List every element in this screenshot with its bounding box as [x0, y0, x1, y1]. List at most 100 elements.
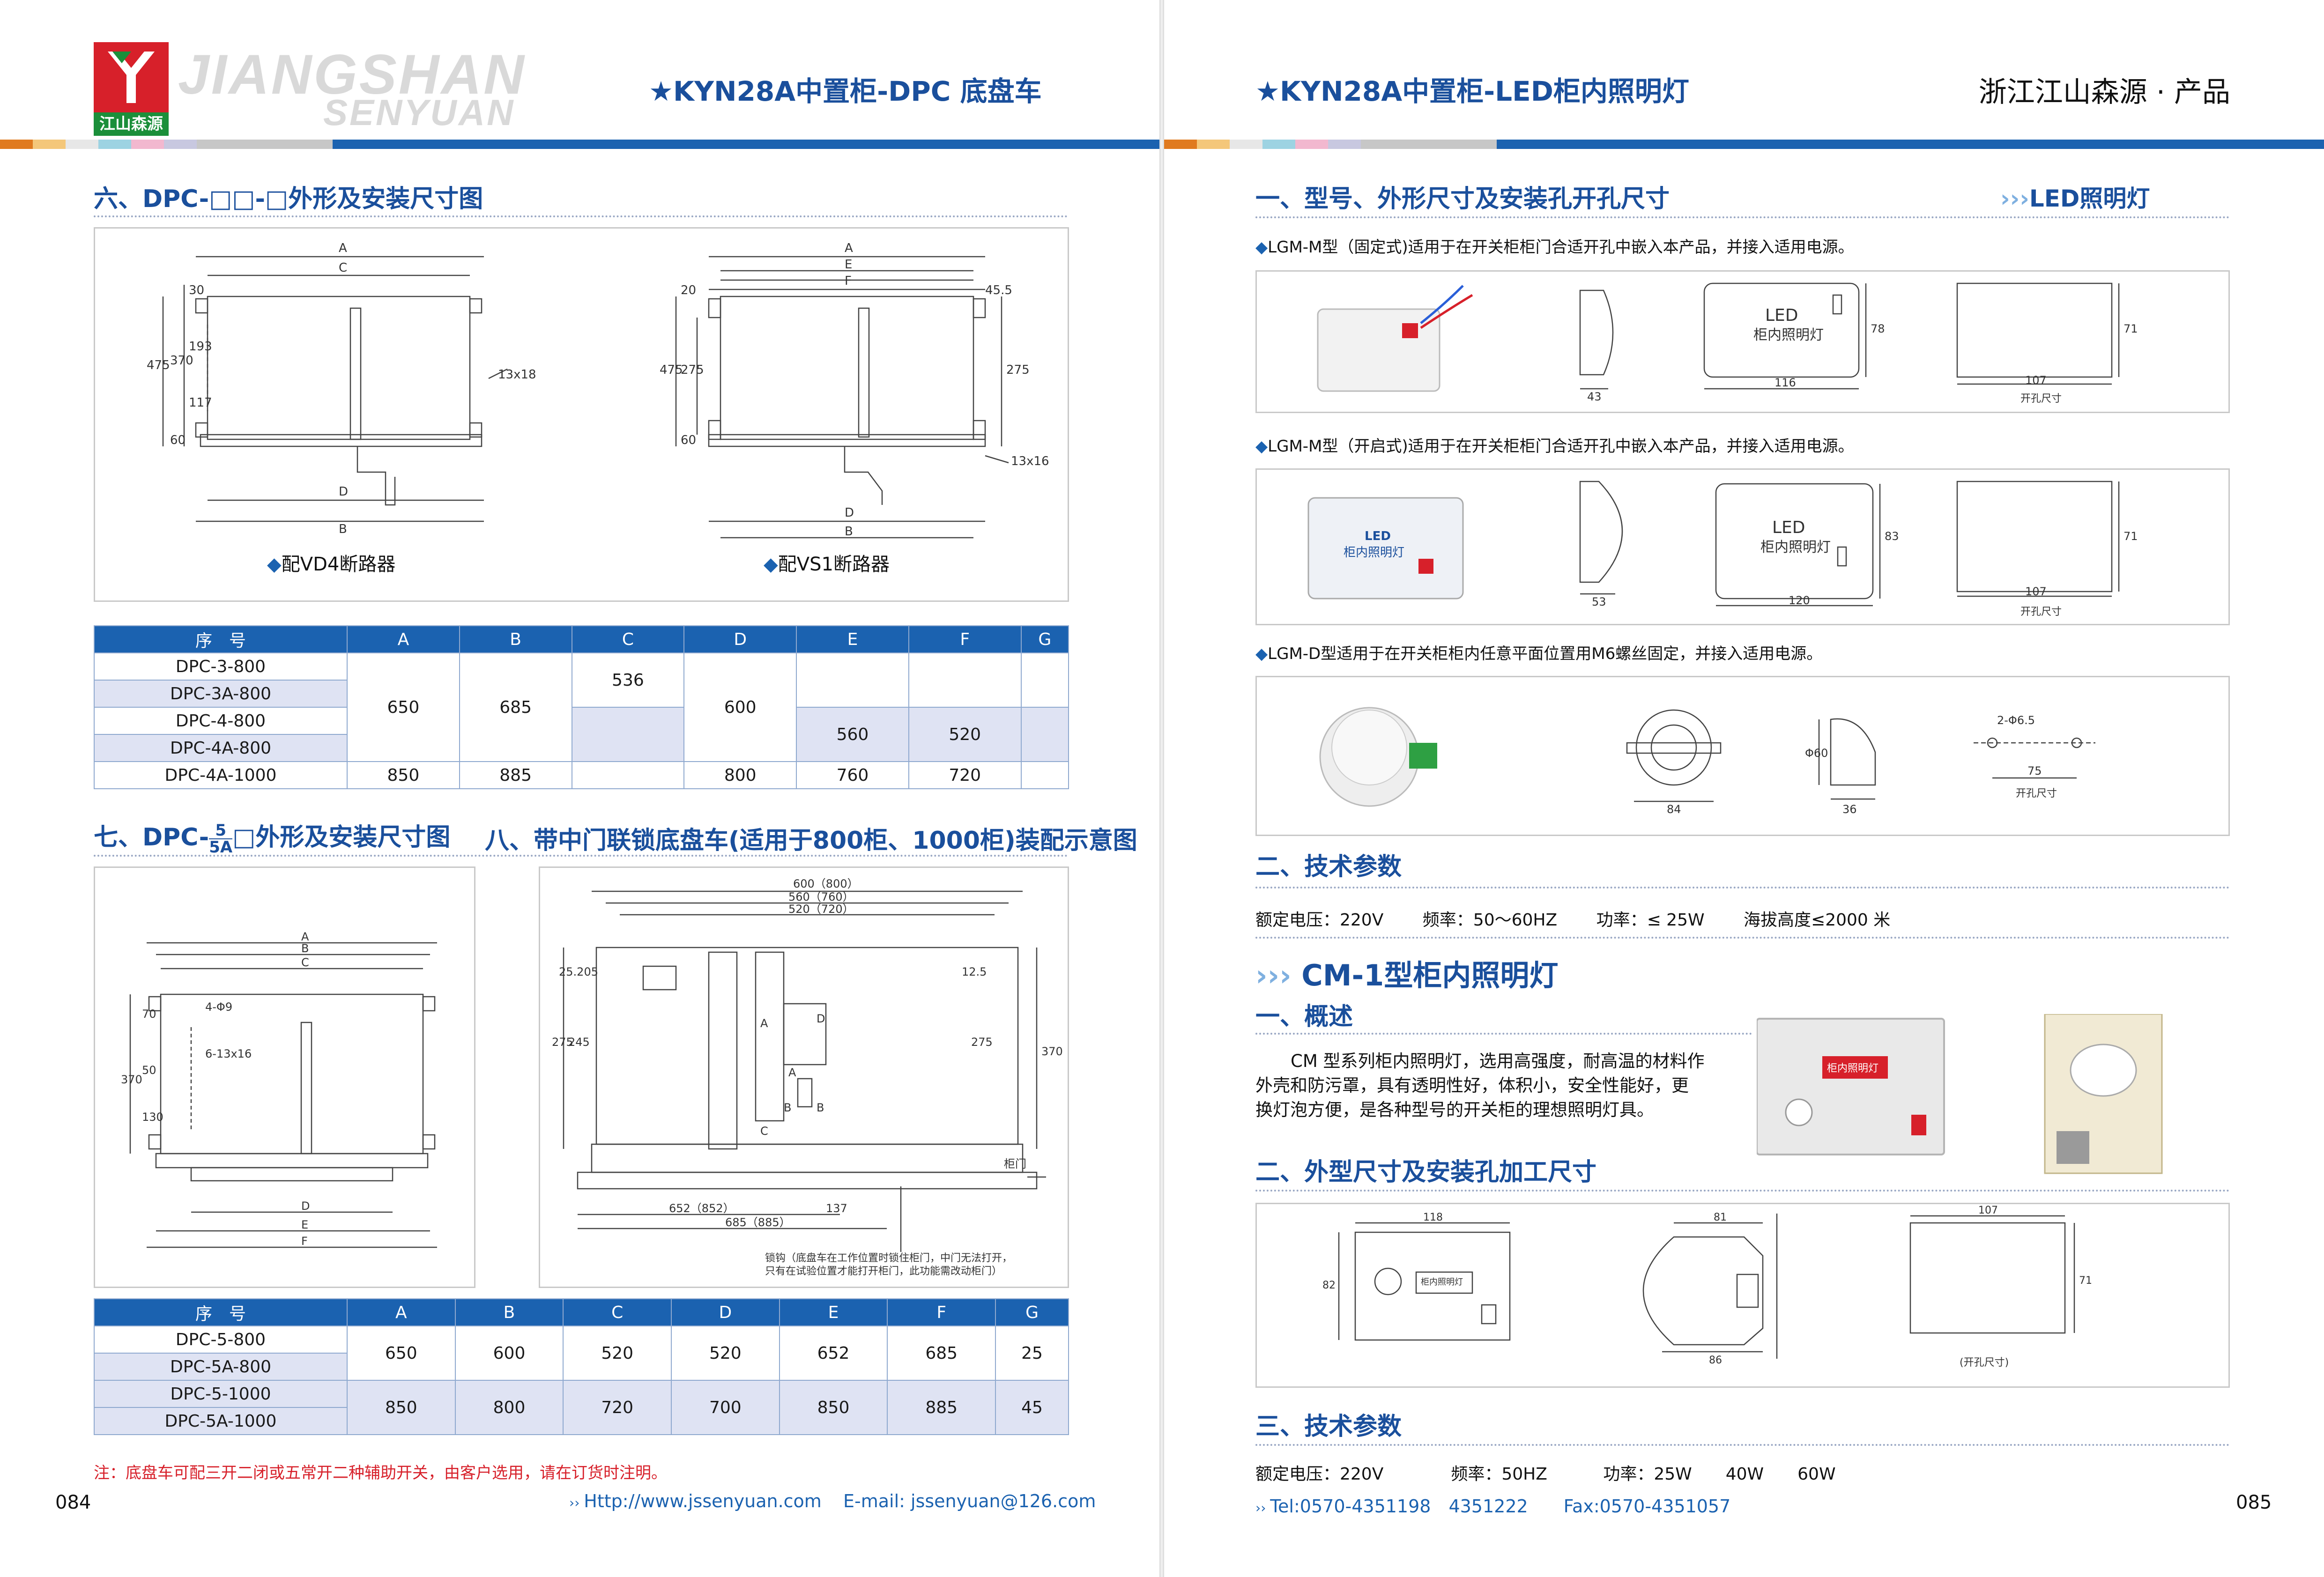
svg-text:370: 370	[121, 1073, 142, 1086]
drawing-panel-dpc5: A B C 4-Φ9 6-13x16 370 70 50 130 D E F	[94, 866, 475, 1288]
contact-footer: ›› Tel:0570-4351198 4351222 Fax:0570-435…	[1255, 1496, 1731, 1517]
svg-text:107: 107	[2025, 585, 2047, 598]
tech-params-cm: 额定电压：220V 频率：50HZ 功率：25W 40W 60W	[1255, 1465, 1836, 1484]
svg-text:柜内照明灯: 柜内照明灯	[1344, 546, 1404, 560]
section-8-heading: 八、带中门联锁底盘车(适用于800柜、1000柜)装配示意图	[485, 827, 1137, 855]
svg-text:开孔尺寸: 开孔尺寸	[2020, 393, 2062, 405]
svg-text:2-Φ6.5: 2-Φ6.5	[1997, 714, 2035, 727]
svg-text:B: B	[301, 942, 309, 955]
dim-20-vs1: 20	[681, 283, 696, 297]
lgm-open-panel: LED 柜内照明灯 53 LED 柜内照明灯 120 83 107 71 开孔	[1255, 468, 2230, 625]
svg-text:275: 275	[552, 1036, 573, 1049]
brand-subname: SENYUAN	[323, 92, 515, 133]
svg-text:53: 53	[1592, 595, 1606, 608]
svg-text:柜内照明灯: 柜内照明灯	[1827, 1063, 1879, 1074]
dim-a-vs1: A	[845, 241, 853, 255]
svg-text:25.205: 25.205	[559, 965, 598, 978]
section-6-heading: 六、DPC-□□-□外形及安装尺寸图	[94, 185, 483, 213]
svg-text:118: 118	[1423, 1212, 1443, 1223]
bullet-lgm-fixed: ◆LGM-M型（固定式)适用于在开关柜柜门合适开孔中嵌入本产品，并接入适用电源。	[1255, 238, 1854, 257]
dim-d-vs1: D	[845, 506, 854, 520]
svg-text:71: 71	[2124, 322, 2138, 335]
caption-vd4: ◆配VD4断路器	[267, 554, 396, 575]
svg-text:D: D	[301, 1199, 310, 1213]
svg-text:C: C	[760, 1125, 768, 1138]
svg-text:锁钩（底盘车在工作位置时锁住柜门，中门无法打开，: 锁钩（底盘车在工作位置时锁住柜门，中门无法打开，	[765, 1252, 1012, 1264]
dim-475-vs1: 475	[660, 363, 683, 377]
svg-text:柜内照明灯: 柜内照明灯	[1753, 327, 1824, 343]
svg-text:C: C	[301, 956, 309, 969]
divider	[1255, 1444, 2230, 1446]
svg-text:LED: LED	[1365, 529, 1391, 543]
table-row: DPC-4-800 560 520	[94, 707, 1069, 762]
divider	[94, 215, 1068, 217]
divider	[1255, 216, 2230, 218]
svg-text:600（800）: 600（800）	[793, 877, 859, 890]
svg-text:50: 50	[142, 1064, 156, 1077]
svg-text:开孔尺寸: 开孔尺寸	[2016, 788, 2057, 800]
dim-a: A	[339, 241, 347, 255]
svg-text:Φ60: Φ60	[1805, 747, 1828, 760]
color-strip	[0, 140, 1159, 149]
table-row: DPC-3-800 650 685 536 600	[94, 652, 1069, 762]
wire-icon	[1420, 285, 1464, 324]
page-number: 084	[55, 1492, 91, 1513]
svg-text:685（885）: 685（885）	[725, 1216, 791, 1229]
dim-c: C	[339, 261, 347, 275]
brand-name: JIANGSHAN	[178, 43, 526, 106]
email-link[interactable]: E-mail: jssenyuan@126.com	[843, 1491, 1096, 1511]
dim-60-vs1: 60	[681, 433, 696, 447]
svg-text:137: 137	[826, 1202, 847, 1215]
svg-text:560（760）: 560（760）	[788, 890, 854, 903]
svg-text:6-13x16: 6-13x16	[205, 1047, 252, 1060]
svg-text:86: 86	[1709, 1355, 1722, 1366]
color-strip	[1164, 140, 2324, 149]
table-row: DPC-5A-1000	[94, 1407, 1069, 1435]
led-tag: ›››LED照明灯	[2000, 185, 2150, 212]
right-page: ★KYN28A中置柜-LED柜内照明灯 浙江江山森源 · 产品 一、型号、外形尺…	[1164, 0, 2324, 1577]
table-row: DPC-5A-800	[94, 1353, 1069, 1381]
technical-drawing-vd4-vs1: A C D B 475 370 193 117 60 30 13x18 A E …	[147, 241, 1049, 539]
section-1-heading: 一、型号、外形尺寸及安装孔开孔尺寸	[1255, 185, 1670, 213]
svg-text:275: 275	[971, 1036, 993, 1049]
cm1-title: ››› CM-1型柜内照明灯	[1255, 958, 1559, 992]
page-title: ★KYN28A中置柜-DPC 底盘车	[649, 75, 1042, 107]
dim-275b-vs1: 275	[1006, 363, 1030, 377]
svg-text:71: 71	[2079, 1275, 2092, 1287]
svg-text:开孔尺寸: 开孔尺寸	[2020, 606, 2062, 618]
logo-emblem-icon	[108, 52, 155, 103]
website-link[interactable]: ›› Http://www.jssenyuan.com	[569, 1491, 822, 1511]
dim-370: 370	[170, 354, 193, 368]
dim-193: 193	[189, 340, 212, 354]
svg-text:D: D	[817, 1012, 825, 1025]
page-number: 085	[2236, 1492, 2272, 1513]
svg-text:只有在试验位置才能打开柜门，此功能需改动柜门）: 只有在试验位置才能打开柜门，此功能需改动柜门）	[765, 1266, 1002, 1277]
page-gutter	[1159, 0, 1164, 1577]
company-logo: 江山森源	[94, 42, 169, 136]
page-title: ★KYN28A中置柜-LED柜内照明灯	[1255, 75, 1689, 107]
tech-params-led: 额定电压：220V 频率：50～60HZ 功率：≤ 25W 海拔高度≤2000 …	[1255, 911, 1891, 930]
dim-13x18: 13x18	[498, 368, 536, 382]
divider	[1255, 937, 2230, 939]
svg-text:B: B	[817, 1101, 824, 1114]
svg-text:116: 116	[1775, 376, 1796, 389]
divider	[94, 855, 1068, 857]
dim-60: 60	[170, 433, 186, 447]
svg-text:LED: LED	[1765, 306, 1798, 325]
drawing-panel-dpc: A C D B 475 370 193 117 60 30 13x18 A E …	[94, 227, 1069, 602]
red-switch-icon	[1418, 559, 1433, 574]
svg-text:70: 70	[142, 1007, 156, 1021]
svg-text:83: 83	[1885, 530, 1899, 543]
svg-text:82: 82	[1322, 1280, 1336, 1291]
dim-45-vs1: 45.5	[985, 283, 1012, 297]
left-page: 江山森源 JIANGSHAN SENYUAN ★KYN28A中置柜-DPC 底盘…	[0, 0, 1159, 1577]
dim-b: B	[339, 522, 347, 536]
svg-text:B: B	[784, 1101, 791, 1114]
company-name: 浙江江山森源 · 产品	[1978, 76, 2230, 109]
svg-text:A: A	[301, 930, 309, 943]
dim-30: 30	[189, 283, 204, 297]
